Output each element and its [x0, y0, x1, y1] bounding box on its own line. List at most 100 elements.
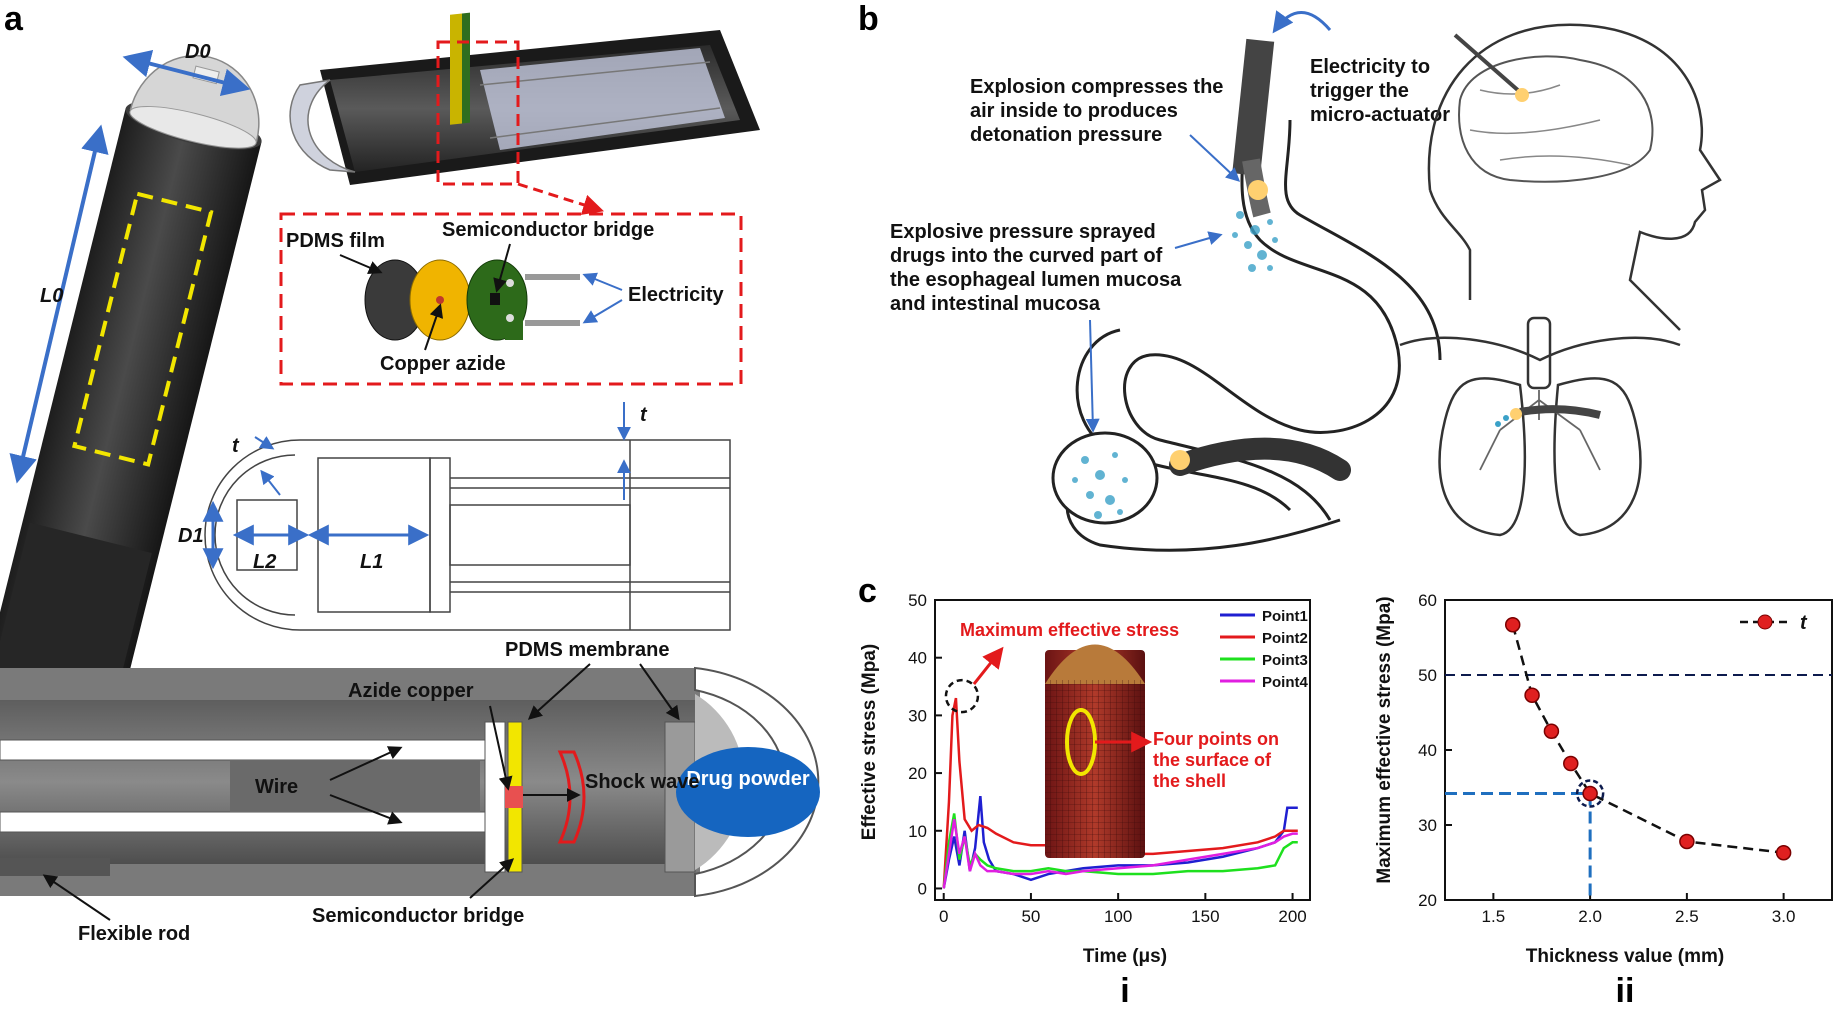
- capsule-section-view: [0, 666, 820, 898]
- data-point: [1679, 833, 1695, 850]
- section-pdms-membrane: PDMS membrane: [505, 639, 670, 661]
- data-point: [1775, 845, 1792, 861]
- x-tick-label: 150: [1191, 907, 1219, 926]
- panel-letter-a: a: [4, 0, 24, 38]
- y-tick-label: 20: [1418, 891, 1437, 910]
- annotation-max-stress-circle: [944, 678, 980, 714]
- x-tick-label: 100: [1104, 907, 1132, 926]
- inset-semiconductor-bridge: Semiconductor bridge: [442, 219, 654, 241]
- inset-electricity: Electricity: [628, 284, 724, 306]
- panel-letter-c: c: [858, 572, 877, 610]
- inset-copper-azide: Copper azide: [380, 353, 506, 375]
- explosion-text-1: Explosion compresses the: [970, 76, 1223, 98]
- shell-inset-image: [1045, 644, 1145, 858]
- chart-ii-xlabel: Thickness value (mm): [1526, 946, 1725, 967]
- chart-max-stress-vs-thickness: 1.5 2.0 2.5 3.0 20 30 40 50 60 t: [1418, 591, 1833, 926]
- y-tick-label: 10: [908, 822, 927, 841]
- data-point: [1524, 687, 1540, 703]
- x-tick-label: 50: [1021, 907, 1040, 926]
- explosion-text-2: air inside to produces: [970, 100, 1178, 122]
- annotation-four-points-2: the surface of: [1153, 750, 1272, 770]
- dim-d1: D1: [178, 525, 204, 547]
- dim-l2: L2: [253, 551, 276, 573]
- drug-droplets-upper: [1232, 211, 1278, 272]
- dim-t-left: t: [232, 435, 240, 457]
- section-drug-powder-line1: Drug powder: [686, 768, 810, 790]
- spray-text-3: the esophageal lumen mucosa: [890, 269, 1182, 291]
- y-tick-label: 20: [908, 764, 927, 783]
- panel-a: D0 L0 PDMS: [0, 12, 820, 945]
- section-shock-wave: Shock wave: [585, 771, 700, 793]
- panel-b: Explosion compresses the air inside to p…: [890, 10, 1722, 552]
- spray-text-4: and intestinal mucosa: [890, 293, 1101, 315]
- data-point: [1504, 617, 1521, 633]
- electricity-text-3: micro-actuator: [1310, 104, 1450, 126]
- plot-frame: [1444, 599, 1833, 901]
- y-tick-label: 50: [1418, 666, 1437, 685]
- data-point: [1582, 785, 1598, 802]
- inset-pdms-film: PDMS film: [286, 230, 385, 252]
- plot-frame: [934, 599, 1311, 901]
- spray-text-2: drugs into the curved part of: [890, 245, 1163, 267]
- series-line-point2: [942, 697, 1298, 889]
- drug-droplets-lower: [1072, 452, 1128, 519]
- head-illustration: [1427, 23, 1722, 331]
- lungs-illustration: [1399, 316, 1681, 537]
- capsule-cutaway-3d: [289, 12, 760, 215]
- legend-label: Point2: [1262, 630, 1308, 647]
- rod-illustration: [0, 54, 262, 699]
- spray-text-1: Explosive pressure sprayed: [890, 221, 1156, 243]
- y-tick-label: 50: [908, 591, 927, 610]
- l0-arrow: [9, 124, 109, 484]
- x-tick-label: 1.5: [1482, 907, 1506, 926]
- chart-i-xlabel: Time (μs): [1083, 946, 1167, 967]
- x-tick-label: 200: [1278, 907, 1306, 926]
- y-tick-label: 60: [1418, 591, 1437, 610]
- dim-t-right: t: [640, 404, 648, 426]
- d0-arrow: [122, 50, 251, 96]
- inset-box: [279, 212, 743, 386]
- l0-label: L0: [40, 285, 63, 307]
- annotation-max-stress: Maximum effective stress: [960, 620, 1179, 640]
- chart-i-ylabel: Effective stress (Mpa): [859, 644, 880, 840]
- chart-ii-sublabel: ii: [1616, 972, 1635, 1009]
- annotation-four-points-1: Four points on: [1153, 729, 1279, 749]
- x-tick-label: 2.5: [1675, 907, 1699, 926]
- panel-letter-b: b: [858, 0, 879, 38]
- y-tick-label: 40: [908, 649, 927, 668]
- x-tick-label: 2.0: [1578, 907, 1602, 926]
- section-wire: Wire: [255, 776, 298, 798]
- section-semiconductor-bridge: Semiconductor bridge: [312, 905, 524, 927]
- highlight-circle: [1575, 779, 1605, 808]
- series-line-point4: [942, 819, 1298, 889]
- y-tick-label: 40: [1418, 741, 1437, 760]
- electricity-text-2: trigger the: [1310, 80, 1409, 102]
- d0-label: D0: [185, 41, 211, 63]
- electricity-text-1: Electricity to: [1310, 56, 1430, 78]
- x-tick-label: 3.0: [1772, 907, 1796, 926]
- data-point: [1543, 723, 1560, 739]
- section-flexible-rod: Flexible rod: [78, 923, 190, 945]
- dim-l1: L1: [360, 551, 383, 573]
- x-tick-label: 0: [939, 907, 948, 926]
- data-point: [1563, 755, 1579, 772]
- legend-label: Point3: [1262, 652, 1308, 669]
- y-tick-label: 30: [908, 706, 927, 725]
- chart-ii-ylabel: Maximum effective stress (Mpa): [1374, 596, 1395, 883]
- chart-i-sublabel: i: [1120, 972, 1129, 1009]
- section-azide-copper: Azide copper: [348, 680, 474, 702]
- legend-label: t: [1800, 612, 1808, 634]
- explosion-text-3: detonation pressure: [970, 124, 1162, 146]
- legend-marker: [1757, 614, 1773, 630]
- annotation-max-stress-arrow: [972, 646, 1004, 686]
- inset-illustration: [364, 259, 580, 341]
- legend-label: Point1: [1262, 608, 1308, 625]
- annotation-four-points-3: the shell: [1153, 771, 1226, 791]
- y-tick-label: 30: [1418, 816, 1437, 835]
- legend-label: Point4: [1262, 674, 1308, 691]
- electricity-arrow: [1272, 10, 1332, 34]
- y-tick-label: 0: [918, 879, 927, 898]
